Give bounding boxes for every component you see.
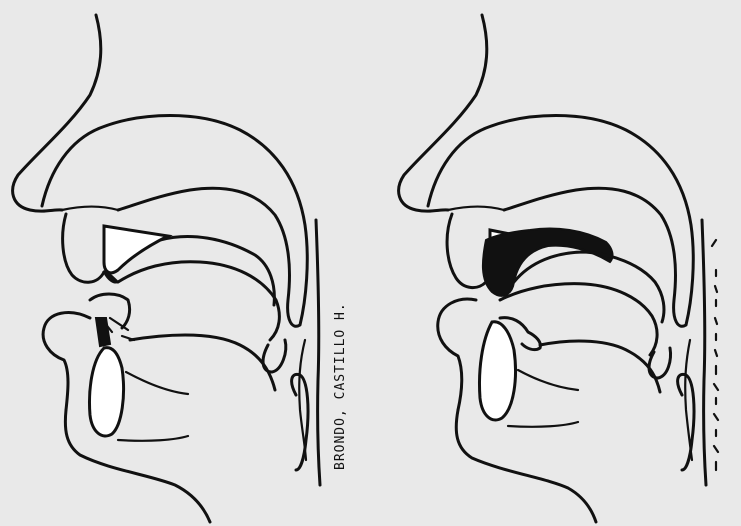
right-head-profile <box>399 15 718 522</box>
left-signature: BRONDO, CASTILLO H. <box>333 302 348 470</box>
right-lower-lip <box>438 299 476 410</box>
left-tongue-surface <box>118 262 279 340</box>
right-nose-outline <box>399 15 487 211</box>
left-mandible <box>90 348 124 436</box>
left-nasal-cavity <box>42 116 307 327</box>
left-tongue-root <box>130 335 275 390</box>
right-tongue-root <box>540 341 660 392</box>
left-upper-lip <box>63 214 104 282</box>
right-upper-lip <box>447 214 486 288</box>
left-floor-mouth <box>118 436 188 441</box>
left-tongue-floor <box>126 372 188 394</box>
right-nostril-line <box>448 207 504 210</box>
left-nostril-line <box>62 207 118 210</box>
right-floor-mouth <box>508 422 578 427</box>
right-signature-marks <box>712 240 718 470</box>
left-nose-outline <box>13 15 101 211</box>
right-tongue-floor <box>518 370 578 390</box>
right-mandible <box>480 322 516 420</box>
right-nasal-cavity <box>428 116 693 327</box>
left-lower-lip <box>43 313 90 410</box>
right-pharynx-wall <box>702 220 706 485</box>
left-head-profile: BRONDO, CASTILLO H. <box>13 15 348 522</box>
left-chin-neck <box>65 410 210 522</box>
left-pharynx-wall <box>316 220 320 485</box>
